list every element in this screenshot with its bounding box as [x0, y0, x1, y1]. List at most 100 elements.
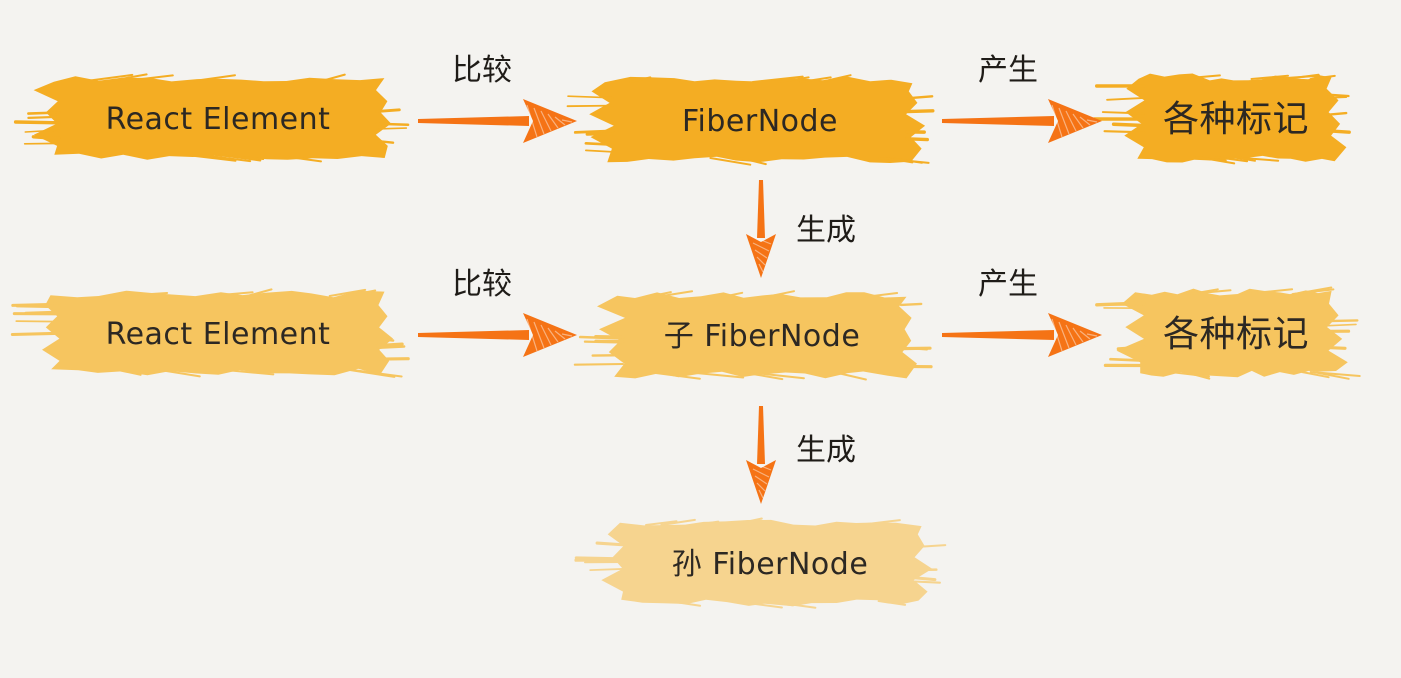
brush-bristle [585, 149, 614, 153]
brush-bristle [912, 580, 941, 584]
node-label: 各种标记 [1163, 314, 1309, 355]
arrow-head [746, 460, 776, 504]
node-marks-2: 各种标记 [1095, 286, 1361, 380]
brush-stroke-bg [33, 76, 392, 160]
brush-bristle [1095, 301, 1146, 307]
arrow-hatch [1058, 107, 1070, 135]
arrow-hatch [1065, 110, 1077, 132]
brush-bristle [693, 520, 720, 526]
brush-bristle [566, 104, 614, 108]
brush-bristle [732, 600, 783, 609]
brush-bristle [905, 95, 934, 100]
brush-bristle [877, 600, 907, 606]
brush-bristle [836, 372, 867, 381]
brush-bristle [695, 372, 745, 379]
brush-bristle [799, 76, 832, 83]
arrow-hatch [1086, 119, 1098, 123]
arrow-head [523, 313, 577, 357]
edge-label: 生成 [796, 213, 856, 248]
brush-bristle [1195, 156, 1236, 165]
brush-bristle [375, 108, 401, 113]
brush-bristle [185, 154, 237, 162]
brush-bristle [905, 137, 929, 142]
brush-bristle [1309, 371, 1361, 377]
brush-bristle [1228, 156, 1280, 162]
brush-bristle [878, 157, 930, 164]
brush-bristle [246, 288, 273, 297]
brush-bristle [328, 288, 367, 297]
brush-bristle [1109, 357, 1146, 362]
brush-bristle [709, 157, 752, 166]
edge-label: 产生 [978, 53, 1038, 88]
arrow-hatch [758, 263, 764, 273]
brush-bristle [1176, 74, 1221, 80]
brush-bristle [27, 111, 61, 115]
brush-bristle [584, 141, 615, 147]
arrow-hatch [750, 461, 772, 471]
brush-bristle [912, 576, 937, 582]
node-marks-1: 各种标记 [1092, 73, 1351, 165]
brush-bristle [1327, 96, 1348, 99]
brush-bristle [731, 517, 763, 526]
arrow-hatch [540, 324, 552, 346]
edge-label: 产生 [978, 267, 1038, 302]
brush-bristle [1301, 371, 1330, 379]
brush-stroke-bg [597, 292, 917, 379]
brush-bristle [646, 291, 672, 298]
brush-bristle [1101, 111, 1145, 115]
brush-bristle [1250, 74, 1289, 80]
brush-bristle [224, 369, 275, 376]
brush-bristle [645, 520, 678, 526]
arrow-hatch [758, 489, 764, 499]
edge-compare-1: 比较 [418, 53, 577, 143]
edge-generate-2: 生成 [746, 406, 856, 504]
brush-stroke-bg [589, 76, 926, 163]
node-fibernode: FiberNode [566, 74, 935, 166]
node-label: React Element [106, 317, 331, 352]
arrow-shaft [757, 406, 765, 464]
brush-bristle [1111, 122, 1146, 128]
arrow-hatch [756, 482, 766, 492]
brush-bristle [123, 74, 174, 82]
node-label: 孙 FiberNode [672, 547, 869, 582]
brush-bristle [589, 567, 627, 571]
brush-bristle [819, 74, 852, 83]
node-react-element-1: React Element [13, 73, 410, 163]
brush-bristle [108, 73, 148, 82]
arrow-hatch [547, 113, 559, 129]
arrow-hatch [547, 327, 559, 343]
arrow-hatch [1065, 324, 1077, 346]
brush-bristle [1326, 319, 1359, 323]
brush-bristle [1116, 345, 1146, 351]
brush-bristle [375, 342, 404, 348]
arrow-hatch [1079, 116, 1091, 126]
arrow-hatch [1086, 333, 1098, 337]
arrow-hatch [750, 235, 772, 245]
arrow-hatch [526, 104, 538, 138]
brush-bristle [375, 122, 410, 127]
arrow-head [523, 99, 577, 143]
arrow-hatch [1051, 104, 1063, 138]
arrow-head [746, 234, 776, 278]
arrow-hatch [752, 468, 770, 478]
brush-bristle [375, 337, 395, 342]
arrow-hatch [561, 333, 573, 337]
brush-bristle [573, 362, 625, 366]
brush-bristle [200, 154, 252, 163]
brush-bristle [320, 73, 346, 82]
brush-bristle [1270, 74, 1321, 80]
brush-bristle [351, 369, 403, 378]
brush-bristle [595, 559, 628, 563]
brush-bristle [159, 369, 201, 378]
brush-bristle [654, 290, 694, 298]
brush-stroke-bg [601, 519, 933, 607]
arrow-hatch [756, 256, 766, 266]
brush-bristle [1326, 111, 1348, 116]
arrow-hatch [1072, 327, 1084, 343]
edge-label: 比较 [452, 53, 512, 88]
brush-bristle [1187, 289, 1232, 295]
edge-label: 比较 [452, 267, 512, 302]
brush-bristle [1293, 286, 1333, 295]
arrow-shaft [942, 116, 1054, 126]
